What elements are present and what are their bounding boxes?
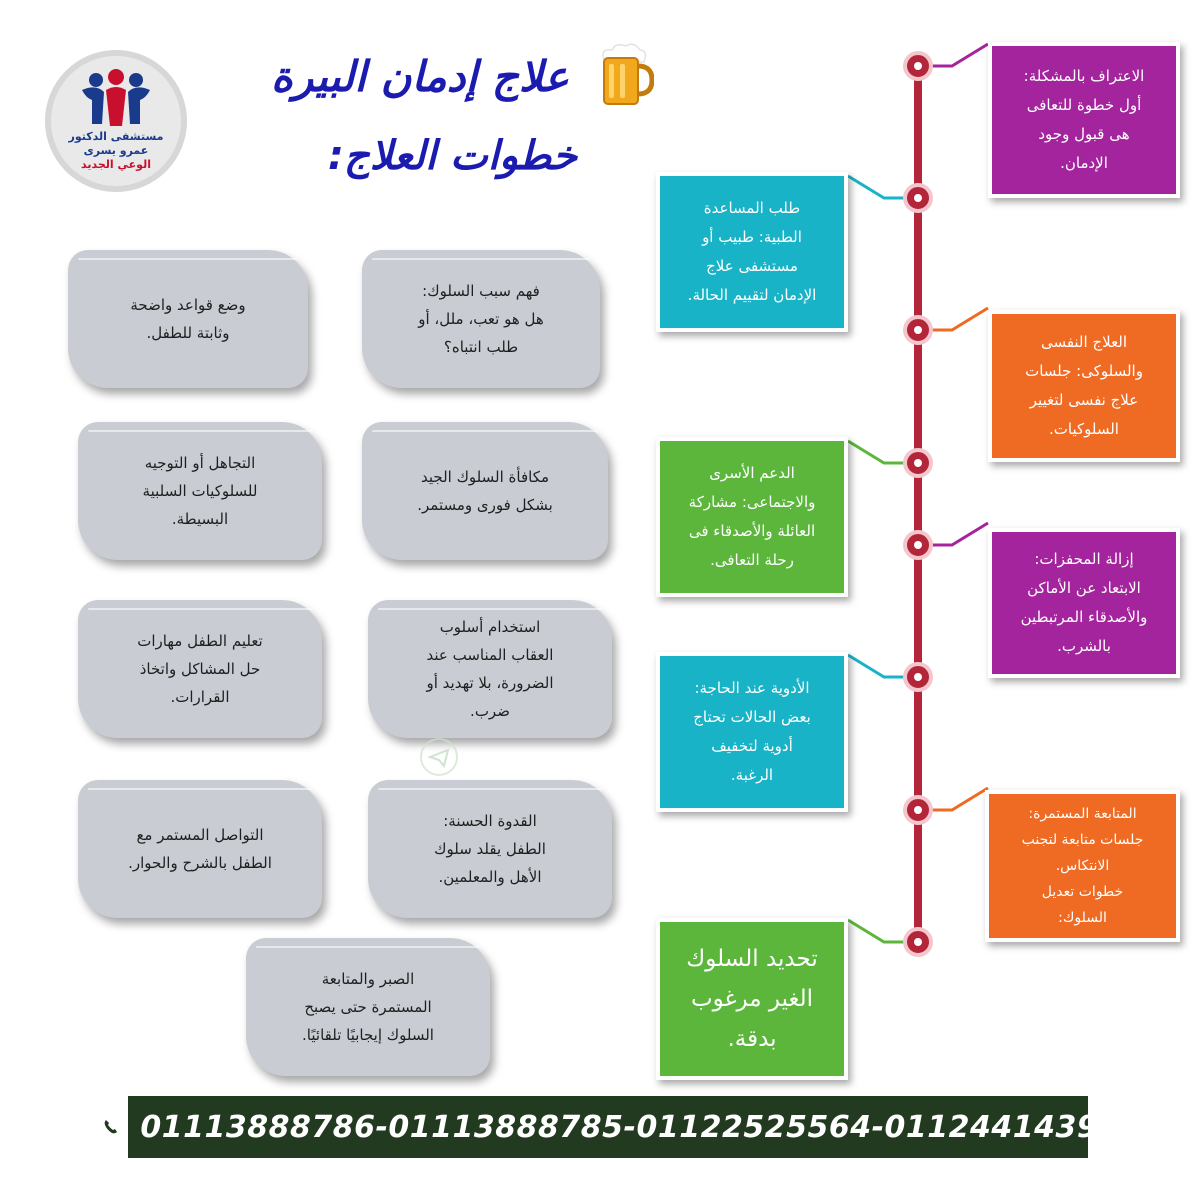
timeline-connector (847, 174, 904, 200)
tip-card-4: التجاهل أو التوجيه للسلوكيات السلبية الب… (78, 422, 322, 560)
step-box-5: إزالة المحفزات: الابتعاد عن الأماكن والأ… (988, 528, 1180, 678)
tip-card-7: القدوة الحسنة: الطفل يقلد سلوك الأهل وال… (368, 780, 612, 918)
tip-card-8: التواصل المستمر مع الطفل بالشرح والحوار. (78, 780, 322, 918)
timeline-dot (903, 448, 933, 478)
logo-line1: مستشفى الدكتور (68, 130, 164, 143)
page-title: علاج إدمان البيرة (271, 52, 569, 101)
tip-card-6: تعليم الطفل مهارات حل المشاكل واتخاذ الق… (78, 600, 322, 738)
timeline-dot (903, 795, 933, 825)
contact-footer: 01113888786-01113888785-01122525564-0112… (97, 1096, 1119, 1158)
whatsapp-icon (97, 1113, 126, 1141)
tip-card-1: فهم سبب السلوك: هل هو تعب، ملل، أو طلب ا… (362, 250, 600, 388)
people-logo-icon (82, 69, 150, 126)
tip-card-9: الصبر والمتابعة المستمرة حتى يصبح السلوك… (246, 938, 490, 1076)
timeline-dot (903, 183, 933, 213)
timeline-dot (903, 662, 933, 692)
step-box-4: الدعم الأسرى والاجتماعى: مشاركة العائلة … (656, 437, 848, 597)
timeline-dot (903, 927, 933, 957)
timeline-connector (847, 653, 904, 679)
step-box-7: المتابعة المستمرة: جلسات متابعة لتجنب ال… (985, 790, 1180, 942)
hospital-logo: مستشفى الدكتور عمرو يسرى الوعي الجديد (45, 50, 187, 192)
tip-card-5: استخدام أسلوب العقاب المناسب عند الضرورة… (368, 600, 612, 738)
timeline-dot (903, 530, 933, 560)
step-box-1: الاعتراف بالمشكلة: أول خطوة للتعافى هى ق… (988, 42, 1180, 198)
logo-line2: عمرو يسرى (83, 144, 149, 157)
timeline-dot (903, 51, 933, 81)
step-box-8: تحديد السلوك الغير مرغوب بدقة. (656, 918, 848, 1080)
logo-line3: الوعي الجديد (81, 158, 151, 171)
beer-mug-icon (602, 43, 654, 105)
timeline-line (914, 55, 922, 950)
tip-card-2: وضع قواعد واضحة وثابتة للطفل. (68, 250, 308, 388)
timeline-connector (932, 306, 989, 332)
timeline-connector (847, 918, 904, 944)
timeline-dot (903, 315, 933, 345)
watermark-icon (420, 738, 458, 776)
step-box-6: الأدوية عند الحاجة: بعض الحالات تحتاج أد… (656, 652, 848, 812)
timeline-connector (847, 439, 904, 465)
timeline-connector (932, 521, 989, 547)
timeline-connector (932, 786, 989, 812)
step-box-3: العلاج النفسى والسلوكى: جلسات علاج نفسى … (988, 310, 1180, 462)
step-box-2: طلب المساعدة الطبية: طبيب أو مستشفى علاج… (656, 172, 848, 332)
timeline-connector (932, 42, 989, 68)
tip-card-3: مكافأة السلوك الجيد بشكل فورى ومستمر. (362, 422, 608, 560)
phone-numbers[interactable]: 01113888786-01113888785-01122525564-0112… (140, 1109, 1120, 1145)
page-subtitle: خطوات العلاج: (327, 133, 578, 179)
